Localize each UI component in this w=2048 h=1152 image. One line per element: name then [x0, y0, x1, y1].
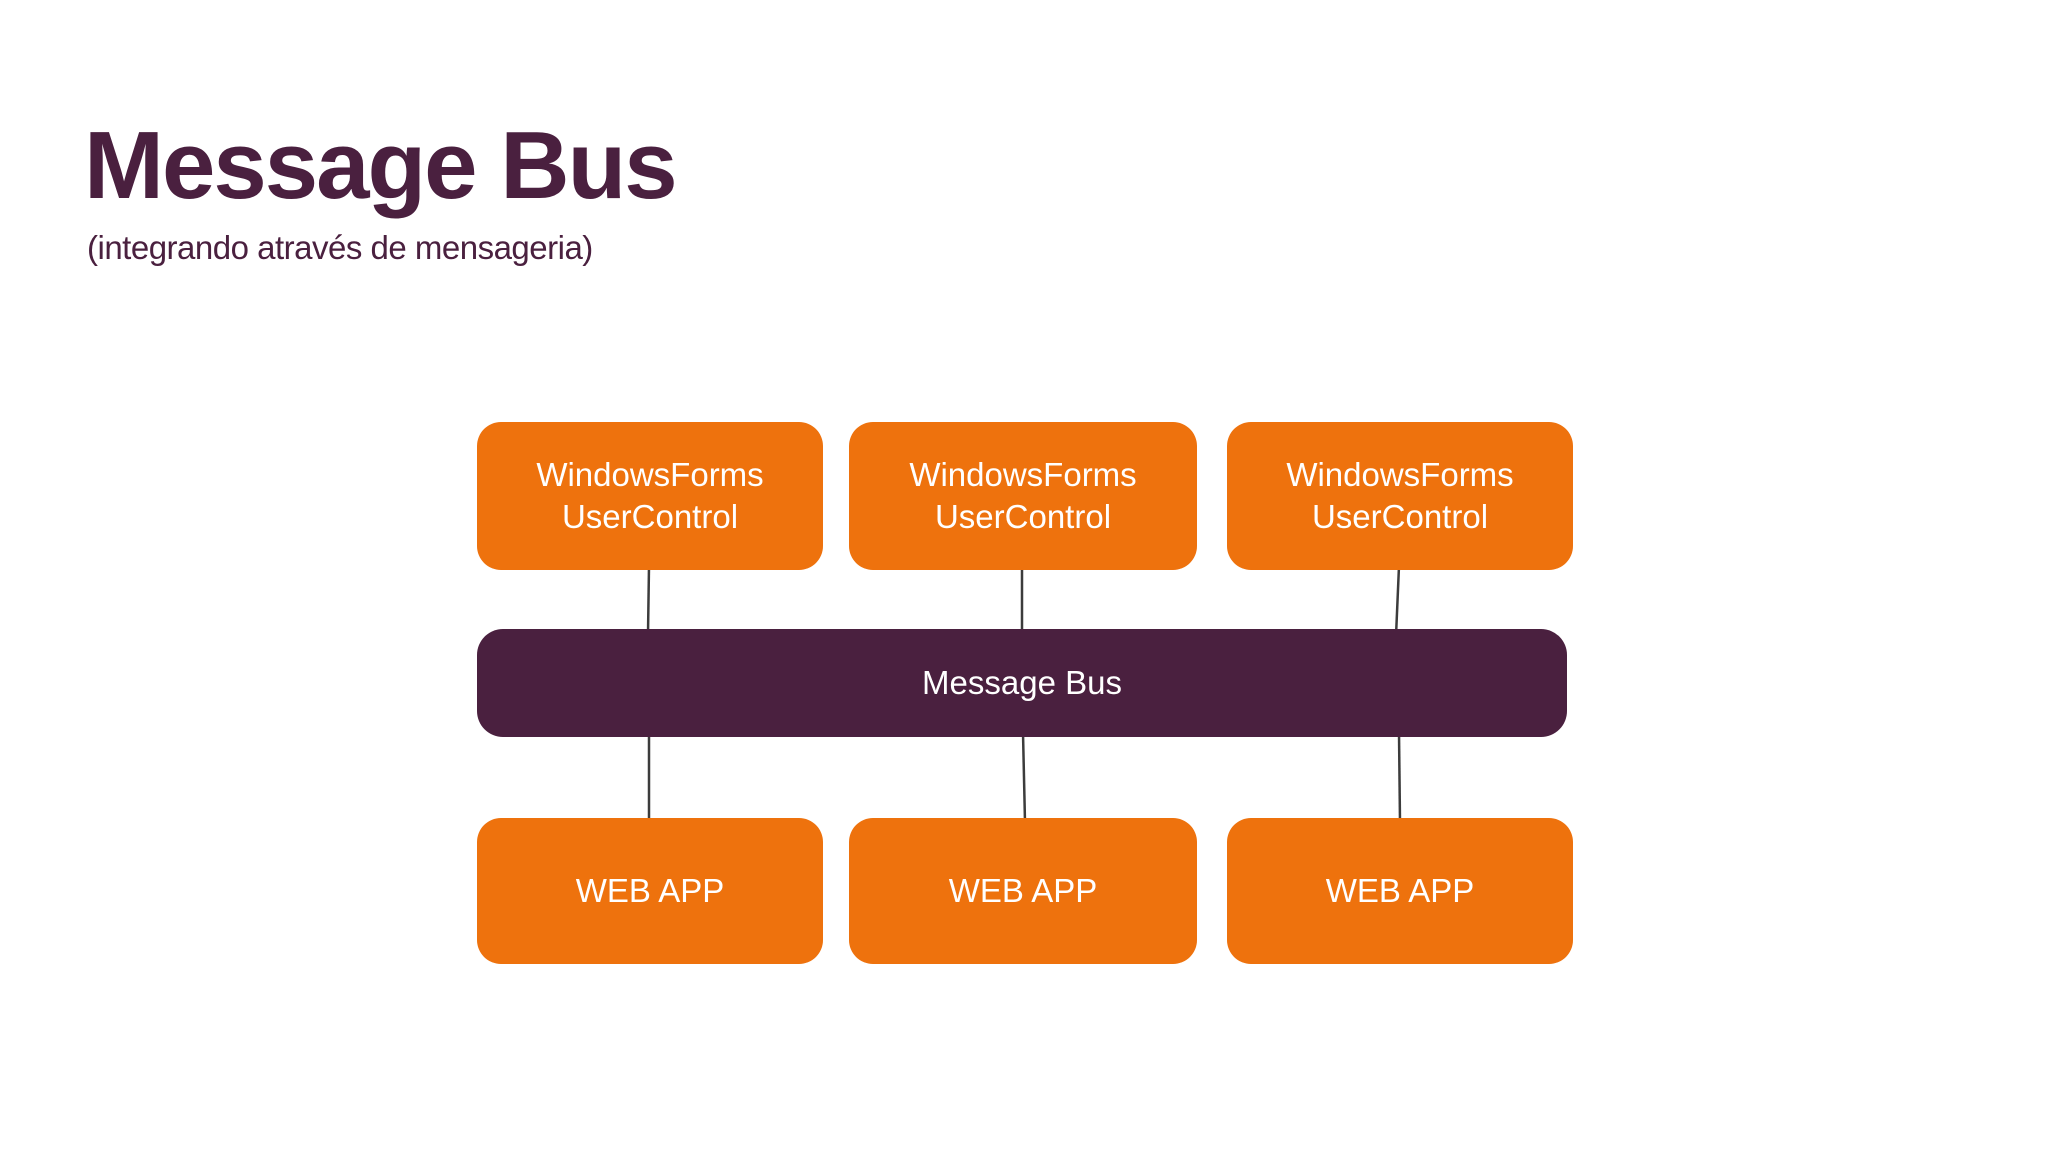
connector-line-top-1 — [646, 565, 651, 635]
slide-header: Message Bus (integrando através de mensa… — [84, 112, 678, 266]
node-label-line: UserControl — [561, 498, 739, 535]
page-subtitle: (integrando através de mensageria) — [87, 229, 593, 266]
web-app-node-1: WEB APP — [477, 818, 823, 964]
windowsforms-usercontrol-node-3: WindowsForms UserControl — [1227, 422, 1573, 570]
node-label: WEB APP — [1325, 871, 1475, 909]
node-label-line: UserControl — [1311, 498, 1489, 535]
node-label: WEB APP — [948, 871, 1098, 909]
node-label-line: WindowsForms — [536, 455, 764, 493]
windowsforms-usercontrol-node-1: WindowsForms UserControl — [477, 422, 823, 570]
node-label-line: UserControl — [934, 498, 1112, 535]
windowsforms-usercontrol-node-2: WindowsForms UserControl — [849, 422, 1197, 570]
node-label-line: WindowsForms — [909, 455, 1137, 493]
connector-line-top-3 — [1394, 565, 1401, 637]
connector-line-bottom-2 — [1021, 732, 1027, 823]
node-label: WEB APP — [575, 871, 725, 909]
connector-line-bottom-3 — [1397, 732, 1402, 823]
node-label-line: WindowsForms — [1286, 455, 1514, 493]
message-bus-node: Message Bus — [477, 629, 1567, 737]
message-bus-label: Message Bus — [922, 664, 1122, 701]
web-app-node-3: WEB APP — [1227, 818, 1573, 964]
web-app-node-2: WEB APP — [849, 818, 1197, 964]
page-title: Message Bus — [84, 112, 678, 219]
